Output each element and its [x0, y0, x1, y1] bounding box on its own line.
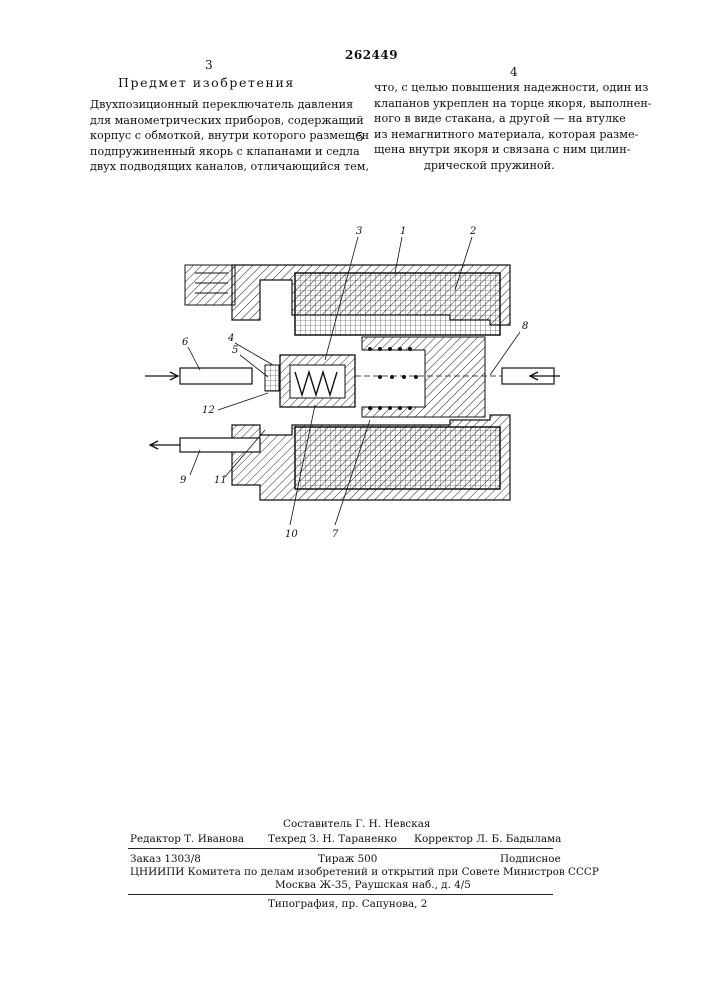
editor-line: Редактор Т. Иванова — [130, 833, 244, 845]
left-column-text: Двухпозиционный переключатель давления д… — [90, 97, 345, 175]
label-9: 9 — [180, 475, 187, 486]
connector — [185, 265, 235, 305]
label-2: 2 — [469, 226, 476, 237]
label-3: 3 — [356, 226, 362, 237]
order-line: Заказ 1303/8 — [130, 853, 201, 865]
label-6: 6 — [182, 337, 189, 348]
text-line: двух подводящих каналов, отличающийся те… — [90, 159, 345, 175]
label-11: 11 — [214, 475, 227, 486]
page-number-left: 3 — [205, 58, 213, 72]
text-line: из немагнитного материала, которая разме… — [374, 127, 632, 143]
label-4: 4 — [227, 333, 234, 344]
patent-number: 262449 — [345, 48, 398, 62]
label-12: 12 — [202, 405, 215, 416]
text-line: щена внутри якоря и связана с ним цилин- — [374, 142, 632, 158]
page-number-right: 4 — [510, 65, 518, 79]
divider — [128, 848, 553, 849]
text-line: клапанов укреплен на торце якоря, выполн… — [374, 96, 632, 112]
institute-line: ЦНИИПИ Комитета по делам изобретений и о… — [130, 866, 599, 878]
text-line: ного в виде стакана, а другой — на втулк… — [374, 111, 632, 127]
section-heading: Предмет изобретения — [118, 75, 295, 90]
text-line: подпружиненный якорь с клапанами и седла — [90, 144, 345, 160]
label-7: 7 — [332, 529, 339, 540]
compiler-line: Составитель Г. Н. Невская — [283, 818, 430, 830]
label-5: 5 — [232, 345, 238, 356]
address-line: Москва Ж-35, Раушская наб., д. 4/5 — [275, 879, 471, 891]
right-column-text: что, с целью повышения надежности, один … — [374, 80, 632, 173]
valve-seat — [265, 365, 279, 391]
text-line: для манометрических приборов, содержащий — [90, 113, 345, 129]
divider — [128, 894, 553, 895]
coil-lower — [295, 427, 500, 489]
techred-line: Техред З. Н. Тараненко — [268, 833, 397, 845]
coil-upper — [295, 273, 500, 335]
text-line: дрической пружиной. — [374, 158, 632, 174]
text-line: что, с целью повышения надежности, один … — [374, 80, 632, 96]
text-line: корпус с обмоткой, внутри которого разме… — [90, 128, 345, 144]
label-10: 10 — [285, 529, 298, 540]
label-1: 1 — [400, 226, 406, 237]
corrector-line: Корректор Л. Б. Бадылама — [414, 833, 561, 845]
inlet-tube-6 — [180, 368, 252, 384]
text-line: Двухпозиционный переключатель давления — [90, 97, 345, 113]
subscription-line: Подписное — [500, 853, 561, 865]
circulation-line: Тираж 500 — [318, 853, 377, 865]
technical-drawing: 3 1 2 4 5 6 8 12 9 11 10 7 — [140, 225, 560, 545]
label-8: 8 — [522, 321, 528, 332]
printing-line: Типография, пр. Сапунова, 2 — [268, 898, 427, 910]
